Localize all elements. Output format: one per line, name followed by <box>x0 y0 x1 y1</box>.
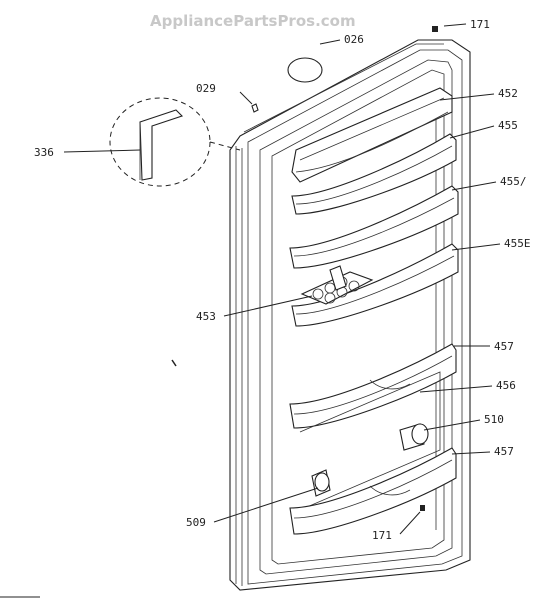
plug-026 <box>287 57 323 83</box>
leader-lines <box>63 23 501 535</box>
shelf-455 <box>291 133 457 215</box>
bin-457-upper <box>289 343 457 429</box>
label-026: 026 <box>344 33 364 46</box>
shelf-455a <box>289 185 459 269</box>
label-510: 510 <box>484 413 504 426</box>
label-457-bottom: 457 <box>494 445 514 458</box>
label-453: 453 <box>196 310 216 323</box>
screw-171-bottom <box>420 505 425 511</box>
shelf-452 <box>291 87 453 183</box>
label-029: 029 <box>196 82 216 95</box>
egg-tray-453 <box>300 265 374 305</box>
label-171-bottom: 171 <box>372 529 392 542</box>
label-455b: 455E <box>504 237 531 250</box>
watermark-text: AppliancePartsPros.com <box>150 12 356 30</box>
bin-457-lower <box>289 447 457 535</box>
label-452: 452 <box>498 87 518 100</box>
label-336: 336 <box>34 146 54 159</box>
part-510 <box>399 423 429 451</box>
panel-456 <box>299 371 441 511</box>
screw-171-top <box>432 26 438 32</box>
label-455: 455 <box>498 119 518 132</box>
part-labels: 026 029 171 336 452 455 455/ 455E 453 45… <box>34 18 531 542</box>
part-509 <box>311 469 331 497</box>
label-171-top: 171 <box>470 18 490 31</box>
bolt-029 <box>251 103 259 113</box>
label-456: 456 <box>496 379 516 392</box>
label-457-top: 457 <box>494 340 514 353</box>
label-455a: 455/ <box>500 175 527 188</box>
detail-336 <box>109 97 241 187</box>
label-509: 509 <box>186 516 206 529</box>
